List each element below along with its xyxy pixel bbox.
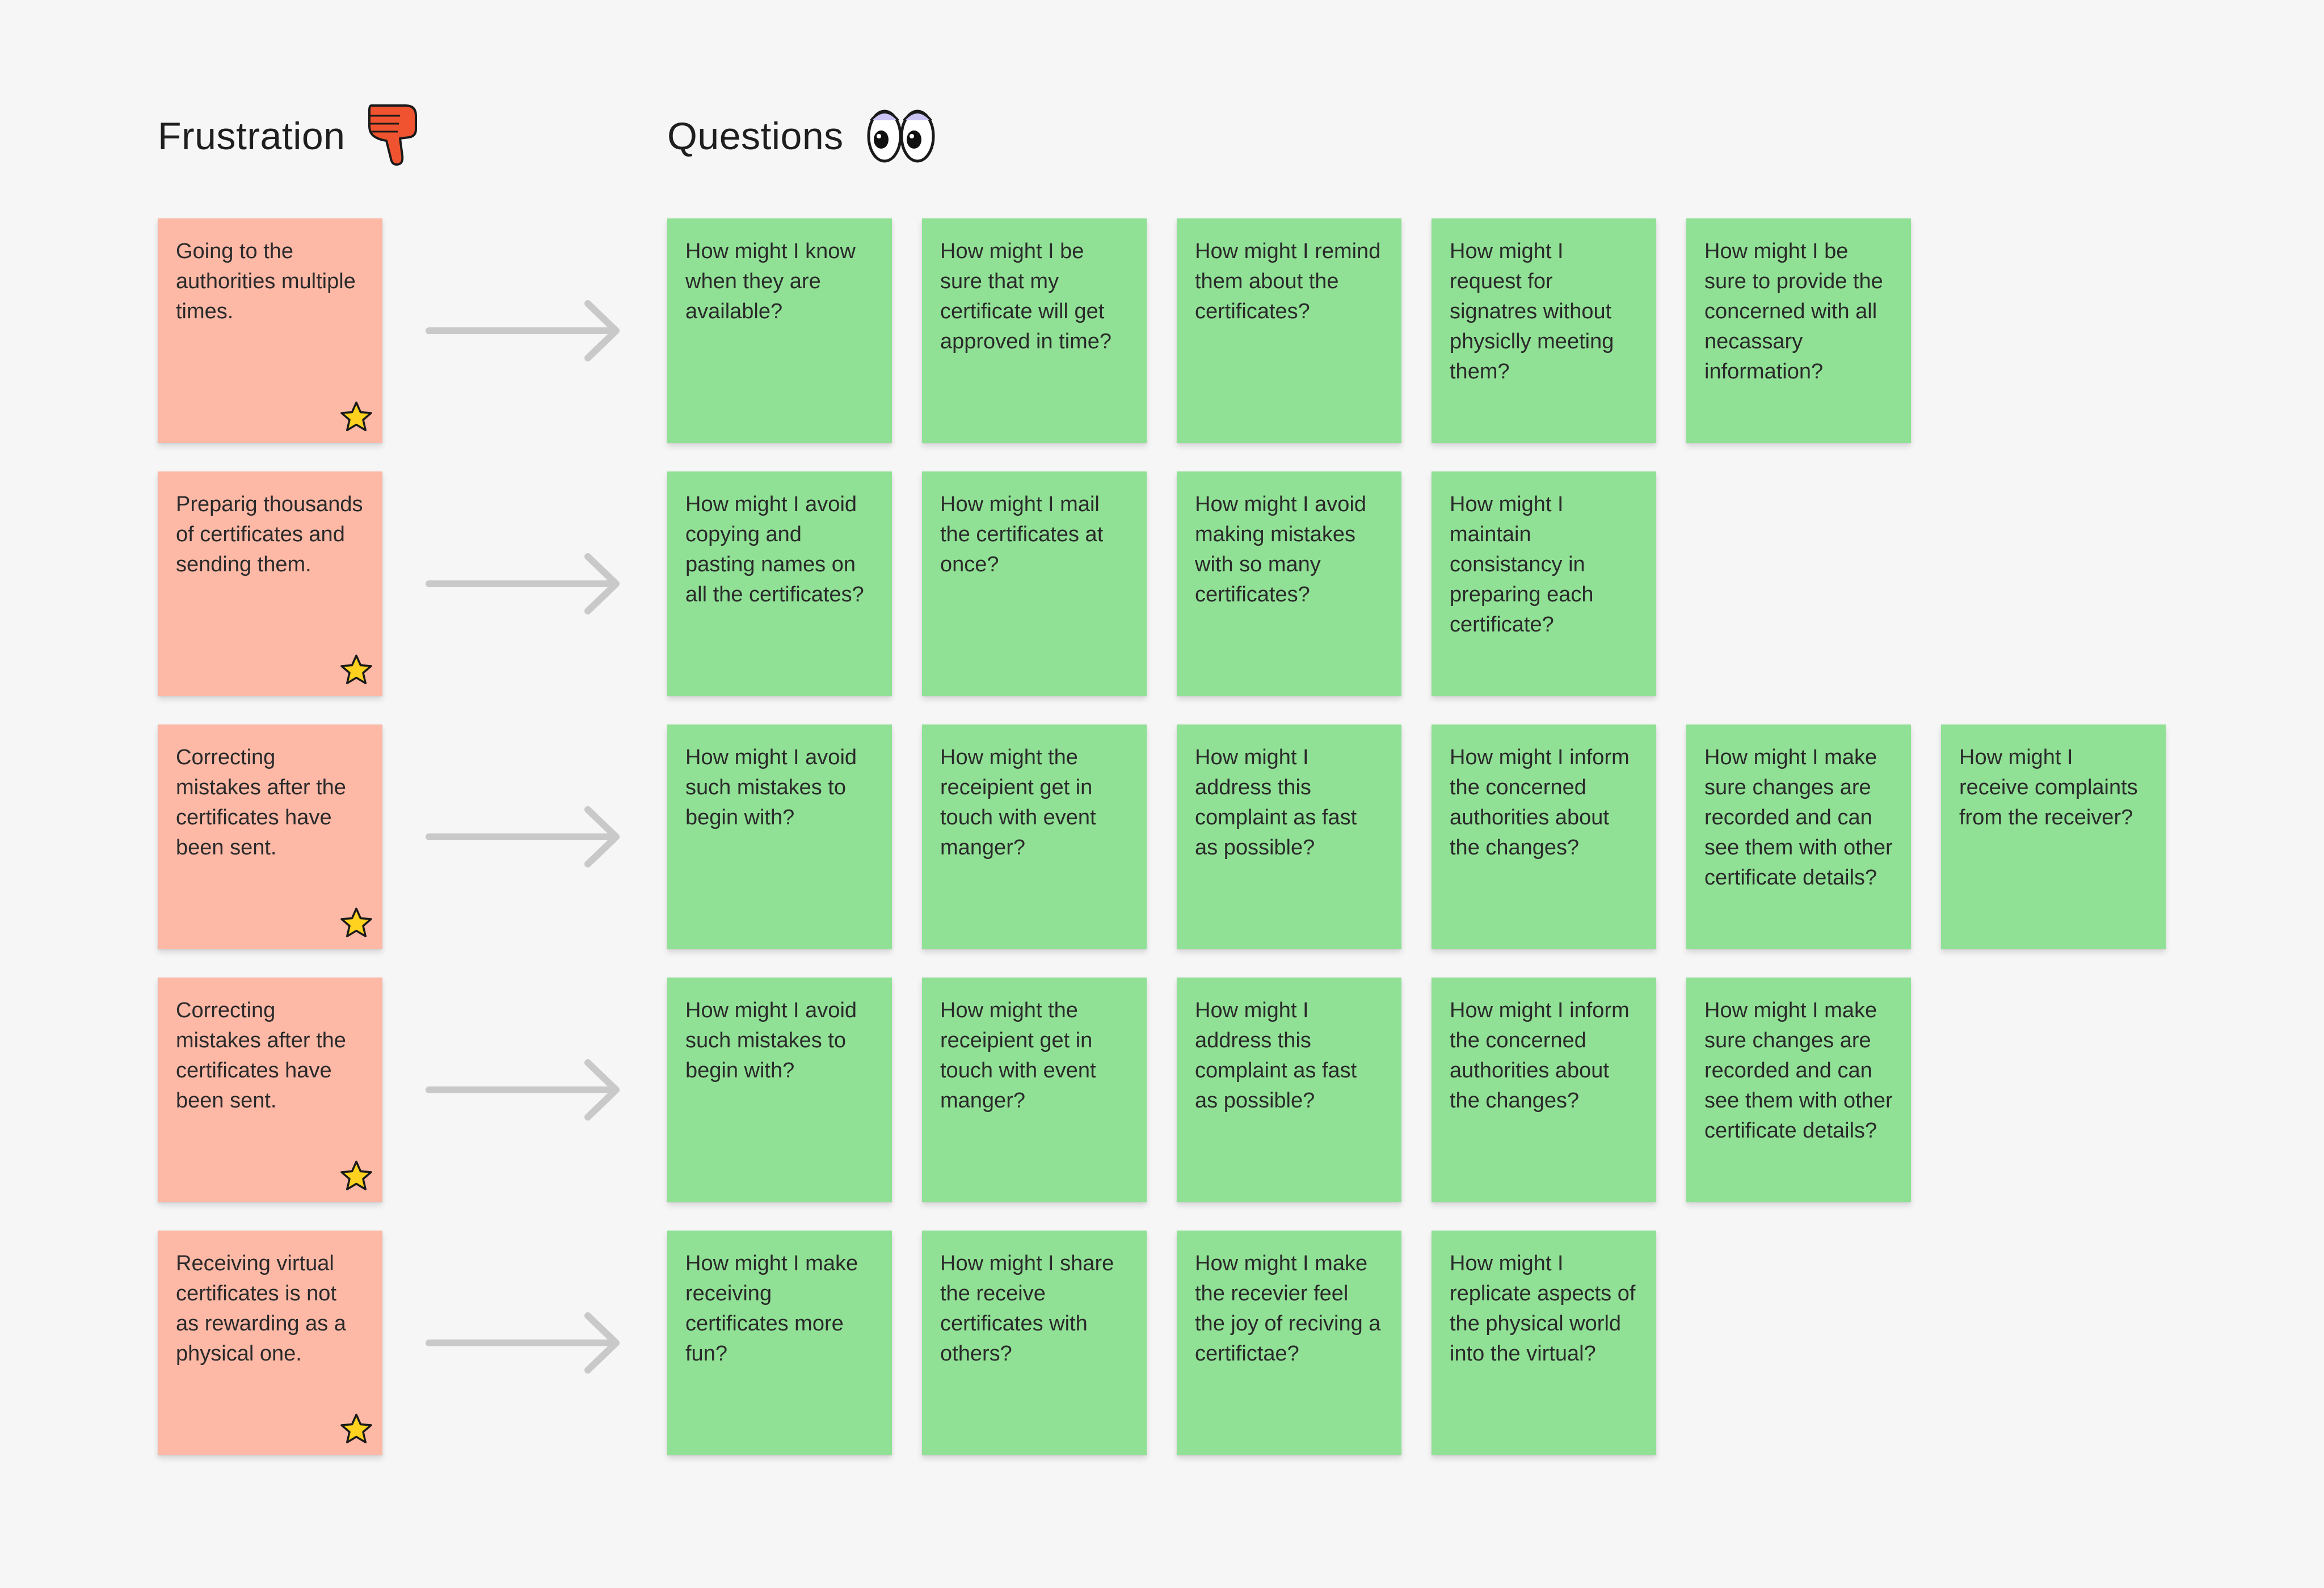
row-4: Correcting mistakes after the certificat… [158,978,2178,1202]
question-note[interactable]: How might I receive complaints from the … [1941,725,2166,949]
frustration-note-text: Receiving virtual certificates is not as… [176,1252,346,1366]
frustration-column-header: Frustration [158,102,420,170]
row-5: Receiving virtual certificates is not as… [158,1231,2178,1455]
question-note[interactable]: How might I avoid copying and pasting na… [667,471,892,696]
question-note[interactable]: How might I maintain consistancy in prep… [1432,471,1656,696]
star-icon [340,654,372,684]
frustration-note[interactable]: Receiving virtual certificates is not as… [158,1231,382,1455]
question-note-text: How might I avoid making mistakes with s… [1195,492,1367,606]
frustration-note-text: Preparig thousands of certificates and s… [176,492,363,576]
arrow-right-icon [426,300,620,361]
star-icon [340,1160,372,1190]
question-note[interactable]: How might I avoid such mistakes to begin… [667,725,892,949]
question-note[interactable]: How might I avoid such mistakes to begin… [667,978,892,1202]
thumbs-down-icon [366,101,420,172]
question-note[interactable]: How might I inform the concerned authori… [1432,725,1656,949]
frustration-note-text: Going to the authorities multiple times. [176,239,356,323]
star-icon [340,401,372,431]
questions-title: Questions [667,115,844,158]
question-note[interactable]: How might I replicate aspects of the phy… [1432,1231,1656,1455]
questions-column-header: Questions [667,102,938,170]
arrow-right-icon [426,1059,620,1121]
question-note[interactable]: How might I make the recevier feel the j… [1177,1231,1401,1455]
question-note-text: How might I receive complaints from the … [1959,745,2138,829]
question-note-text: How might the receipient get in touch wi… [940,999,1096,1113]
star-icon [340,907,372,937]
question-note[interactable]: How might the receipient get in touch wi… [922,978,1147,1202]
question-note[interactable]: How might I know when they are available… [667,218,892,443]
star-icon [340,1413,372,1443]
question-note[interactable]: How might the receipient get in touch wi… [922,725,1147,949]
question-note-text: How might I avoid copying and pasting na… [685,492,864,606]
arrow-right-icon [426,1312,620,1374]
question-note[interactable]: How might I be sure to provide the conce… [1686,218,1911,443]
question-note[interactable]: How might I remind them about the certif… [1177,218,1401,443]
frustration-note[interactable]: Going to the authorities multiple times. [158,218,382,443]
question-note-text: How might I be sure to provide the conce… [1704,239,1883,384]
question-note[interactable]: How might I make receiving certificates … [667,1231,892,1455]
question-note-text: How might I address this complaint as fa… [1195,745,1357,860]
row-3: Correcting mistakes after the certificat… [158,725,2178,949]
question-note-text: How might I avoid such mistakes to begin… [685,745,857,829]
question-note[interactable]: How might I inform the concerned authori… [1432,978,1656,1202]
frustration-note[interactable]: Preparig thousands of certificates and s… [158,471,382,696]
question-note-text: How might I mail the certificates at onc… [940,492,1104,576]
question-note-text: How might I address this complaint as fa… [1195,999,1357,1113]
question-note-text: How might I make the recevier feel the j… [1195,1252,1381,1366]
question-note[interactable]: How might I share the receive certificat… [922,1231,1147,1455]
frustration-note[interactable]: Correcting mistakes after the certificat… [158,978,382,1202]
question-note-text: How might I maintain consistancy in prep… [1450,492,1594,637]
question-note-text: How might I know when they are available… [685,239,856,323]
question-note[interactable]: How might I address this complaint as fa… [1177,725,1401,949]
frustration-title: Frustration [158,115,346,158]
frustration-note-text: Correcting mistakes after the certificat… [176,999,346,1113]
question-note[interactable]: How might I make sure changes are record… [1686,725,1911,949]
question-note[interactable]: How might I be sure that my certificate … [922,218,1147,443]
question-note-text: How might I remind them about the certif… [1195,239,1381,323]
question-note[interactable]: How might I request for signatres withou… [1432,218,1656,443]
question-note-text: How might I inform the concerned authori… [1450,745,1630,860]
question-note[interactable]: How might I mail the certificates at onc… [922,471,1147,696]
question-note-text: How might I replicate aspects of the phy… [1450,1252,1636,1366]
question-note-text: How might I make receiving certificates … [685,1252,858,1366]
row-1: Going to the authorities multiple times.… [158,218,2178,443]
arrow-right-icon [426,553,620,614]
question-note-text: How might I be sure that my certificate … [940,239,1112,353]
eyes-icon [864,103,938,170]
arrow-right-icon [426,806,620,867]
frustration-note[interactable]: Correcting mistakes after the certificat… [158,725,382,949]
question-note-text: How might I request for signatres withou… [1450,239,1614,384]
question-note-text: How might I make sure changes are record… [1704,745,1893,890]
question-note-text: How might I inform the concerned authori… [1450,999,1630,1113]
question-note-text: How might I make sure changes are record… [1704,999,1893,1143]
question-note-text: How might I avoid such mistakes to begin… [685,999,857,1082]
question-note[interactable]: How might I avoid making mistakes with s… [1177,471,1401,696]
question-note[interactable]: How might I address this complaint as fa… [1177,978,1401,1202]
row-2: Preparig thousands of certificates and s… [158,471,2178,696]
frustration-note-text: Correcting mistakes after the certificat… [176,745,346,860]
question-note[interactable]: How might I make sure changes are record… [1686,978,1911,1202]
question-note-text: How might the receipient get in touch wi… [940,745,1096,860]
question-note-text: How might I share the receive certificat… [940,1252,1114,1366]
